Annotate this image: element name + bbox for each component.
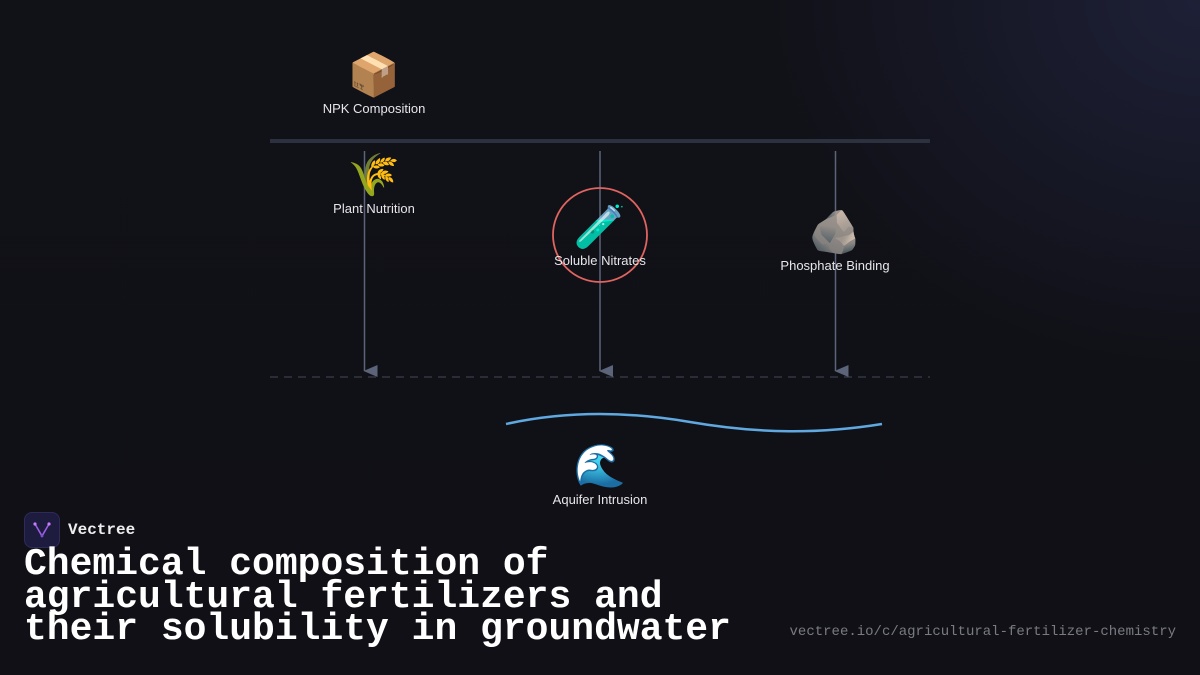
node-label: Plant Nutrition	[333, 201, 415, 216]
node-phosphate-binding: 🪨 Phosphate Binding	[780, 207, 890, 274]
node-aquifer-intrusion: 🌊 Aquifer Intrusion	[552, 441, 648, 508]
node-label: Soluble Nitrates	[554, 253, 646, 268]
rock-icon: 🪨	[808, 207, 862, 256]
brand-name: Vectree	[68, 521, 136, 539]
node-label: Phosphate Binding	[780, 258, 890, 273]
package-icon: 📦	[347, 50, 401, 99]
node-label: Aquifer Intrusion	[552, 492, 648, 507]
wheat-icon: 🌾	[347, 150, 401, 199]
node-soluble-nitrates: 🧪 Soluble Nitrates	[554, 202, 646, 269]
node-plant-nutrition: 🌾 Plant Nutrition	[333, 150, 415, 217]
source-url: vectree.io/c/agricultural-fertilizer-che…	[789, 624, 1176, 640]
aquifer-water-line	[505, 412, 883, 433]
node-label: NPK Composition	[322, 101, 426, 116]
brand: Vectree	[24, 512, 135, 548]
highlight-ring	[552, 187, 648, 283]
wave-icon: 🌊	[573, 441, 627, 490]
test-tube-icon: 🧪	[573, 202, 627, 251]
vectree-logo-icon	[24, 512, 60, 548]
node-npk-composition: 📦 NPK Composition	[322, 50, 426, 117]
page-title: Chemical composition of agricultural fer…	[24, 543, 731, 651]
